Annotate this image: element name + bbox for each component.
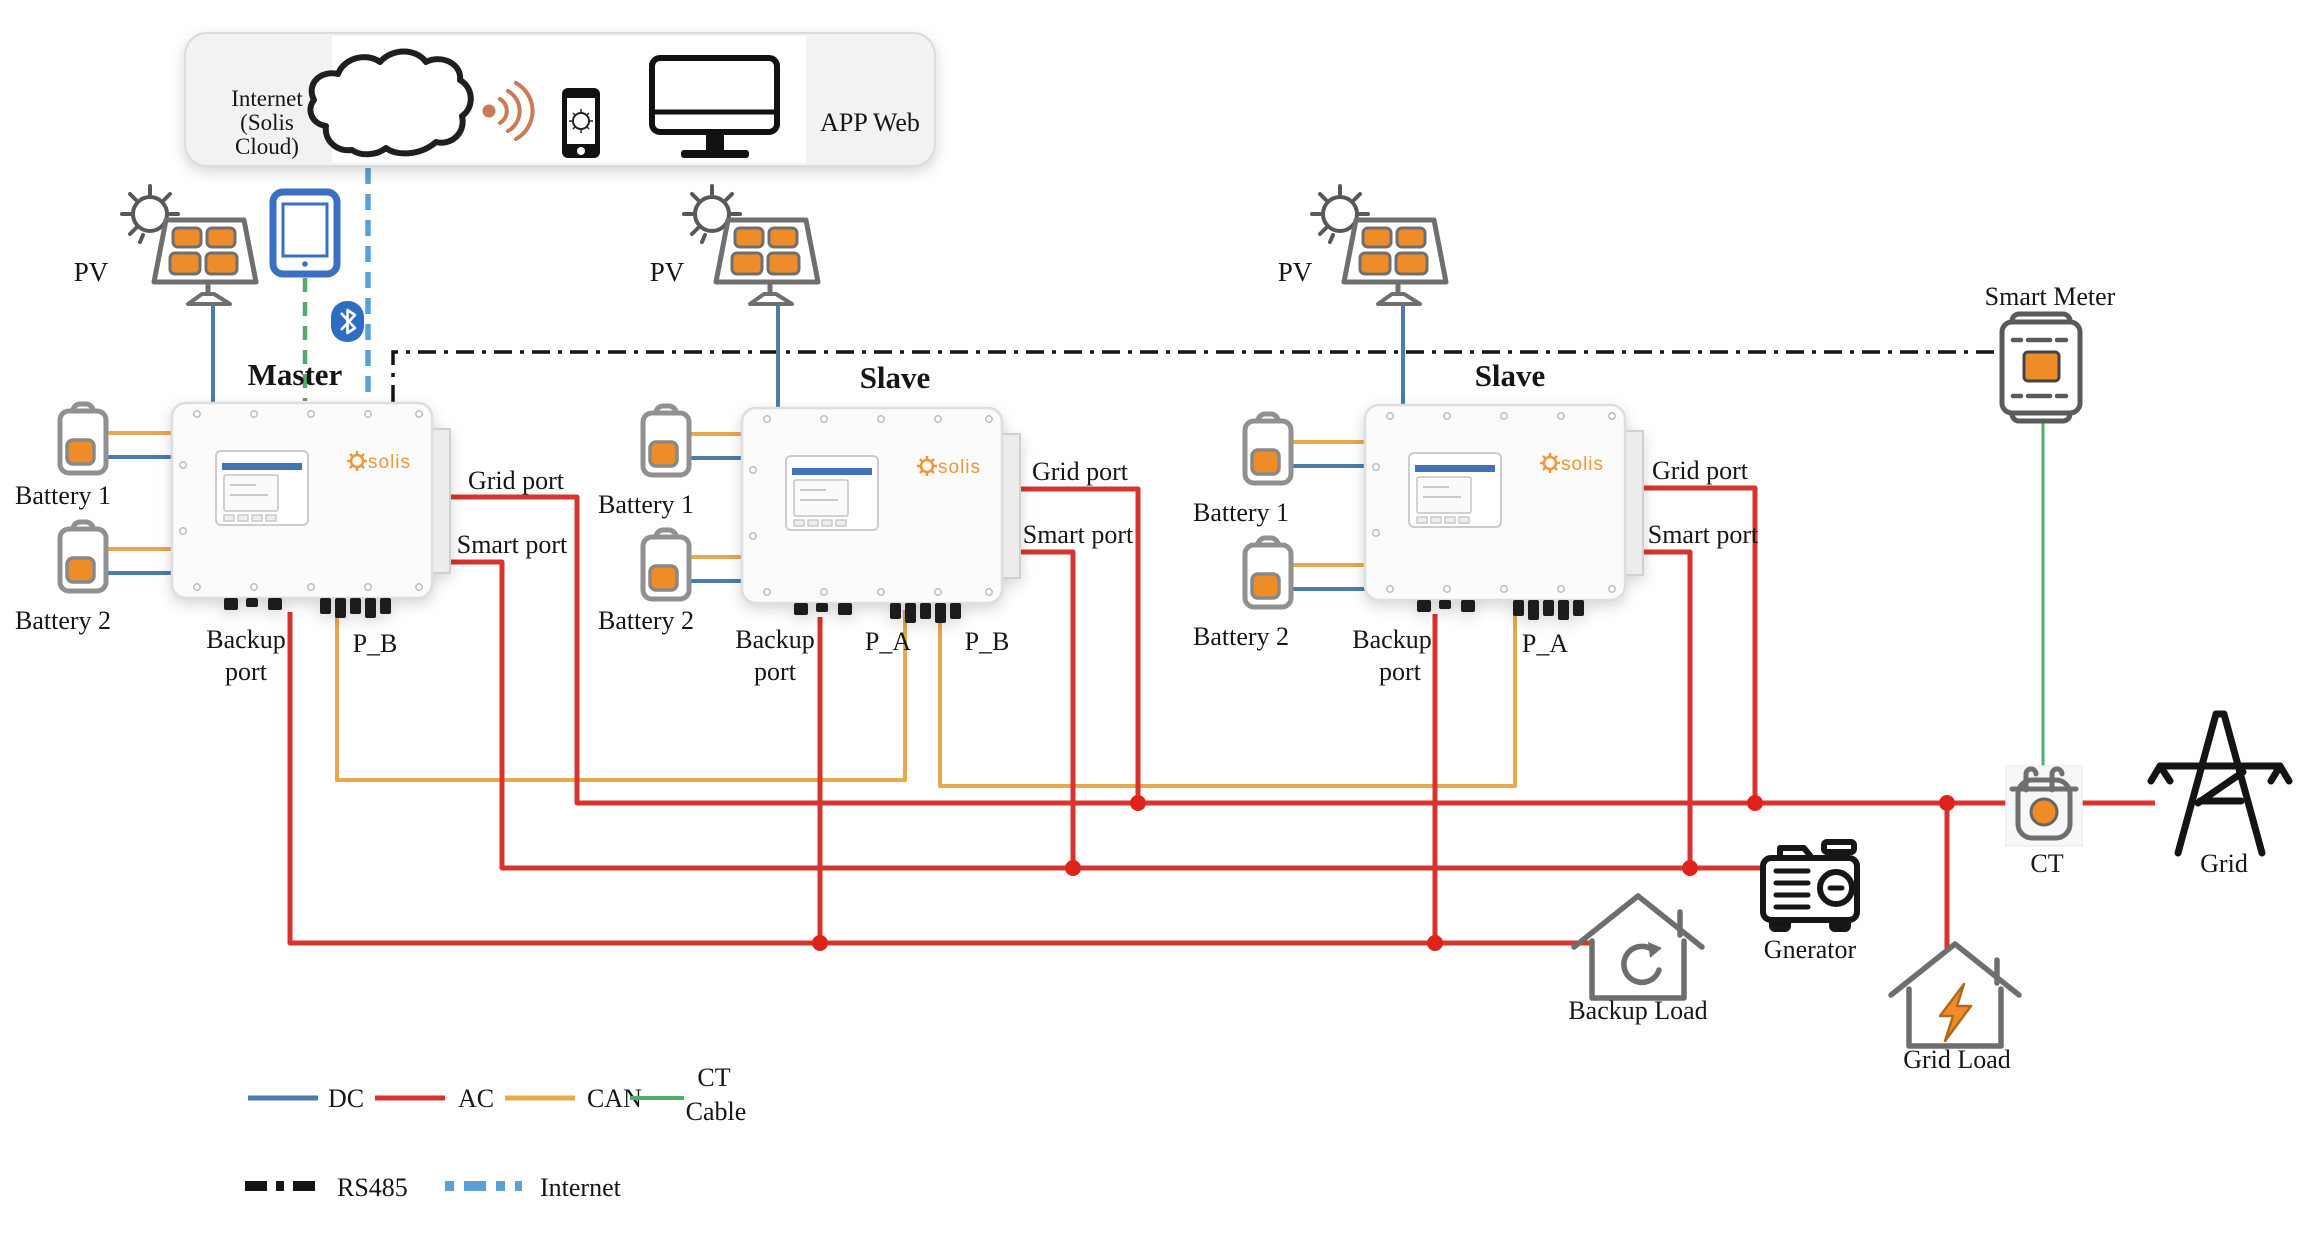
legend-ct-cable-label-2: Cable <box>686 1097 747 1126</box>
pv-array-slave1 <box>684 186 818 304</box>
junction-dots <box>812 795 1955 951</box>
legend-internet-label: Internet <box>540 1173 622 1202</box>
battery-icon <box>1245 538 1291 607</box>
cloud-label-line2: (Solis <box>240 110 294 135</box>
cloud-label-line1: Internet <box>231 86 303 111</box>
grid-port-label-slave1: Grid port <box>1032 457 1129 486</box>
battery-leads <box>106 431 1365 591</box>
battery1-label-slave2: Battery 1 <box>1193 498 1289 527</box>
pv-array-master <box>122 186 256 304</box>
wifi-signal-icon <box>482 81 535 141</box>
cloud-box: Internet (Solis Cloud) APP Web <box>184 32 936 167</box>
grid-port-label-slave2: Grid port <box>1652 456 1749 485</box>
pv-array-slave2 <box>1312 186 1446 304</box>
battery2-label-slave2: Battery 2 <box>1193 622 1289 651</box>
pv-label-master: PV <box>74 257 109 287</box>
backup-port-label-master-2: port <box>225 657 268 686</box>
cycle-arrow-icon <box>1621 943 1662 986</box>
backup-load-label: Backup Load <box>1568 996 1707 1025</box>
grid-tower-icon <box>2147 710 2293 857</box>
grid-load-icon <box>1891 944 2019 1046</box>
backup-port-label-slave1-2: port <box>754 657 797 686</box>
inverter-master: solis <box>170 401 452 620</box>
grid-port-label-master: Grid port <box>468 466 565 495</box>
generator-label: Gnerator <box>1764 935 1857 964</box>
battery-icon <box>643 530 689 599</box>
pa-label-slave1: P_A <box>865 627 911 656</box>
battery2-label-slave1: Battery 2 <box>598 606 694 635</box>
backup-port-label-slave1-1: Backup <box>735 625 814 654</box>
smart-meter-icon <box>1999 311 2083 424</box>
pv-label-slave1: PV <box>650 257 685 287</box>
phone-icon <box>562 88 600 158</box>
ac-generator-bus <box>450 559 1764 871</box>
battery-icon <box>1245 414 1291 483</box>
pb-label-master: P_B <box>353 629 398 658</box>
cloud-label-line3: Cloud) <box>235 134 299 159</box>
monitor-icon <box>649 55 780 158</box>
can-bus-slave1-to-slave2 <box>938 607 1517 788</box>
backup-load-icon <box>1574 896 1702 998</box>
ct-label: CT <box>2030 849 2063 878</box>
ac-grid-bus <box>450 494 2155 806</box>
cloud-icon <box>307 48 474 158</box>
legend-rs485-label: RS485 <box>337 1173 408 1202</box>
ac-slave1-grid <box>1018 486 1141 803</box>
grid-load-label: Grid Load <box>1903 1045 2011 1074</box>
inverter-slave2: solis <box>1363 403 1645 622</box>
can-bus-master-to-slave1 <box>335 610 907 782</box>
pb-label-slave1: P_B <box>965 627 1010 656</box>
backup-port-label-slave2-1: Backup <box>1352 625 1431 654</box>
lightning-icon <box>1938 982 1973 1043</box>
grid-label: Grid <box>2200 849 2248 878</box>
tablet-icon <box>269 188 341 278</box>
generator-icon <box>1760 839 1860 932</box>
ac-slave1-smart <box>1018 549 1076 868</box>
battery1-label-slave1: Battery 1 <box>598 490 694 519</box>
solis-logo: solis <box>938 457 981 478</box>
battery1-label-master: Battery 1 <box>15 481 111 510</box>
backup-port-label-slave2-2: port <box>1379 657 1422 686</box>
smart-port-label-slave1: Smart port <box>1023 520 1134 549</box>
legend-ac-label: AC <box>458 1084 494 1113</box>
battery-icon <box>60 404 106 473</box>
inverter-slave1: solis <box>740 406 1022 625</box>
ct-icon <box>2005 765 2083 847</box>
bluetooth-icon <box>331 301 364 342</box>
role-label-slave2: Slave <box>1475 358 1546 393</box>
legend: DC AC CAN CT Cable RS485 Internet <box>245 1063 746 1202</box>
ac-slave2-grid <box>1641 485 1758 803</box>
role-label-master: Master <box>248 357 343 392</box>
battery2-label-master: Battery 2 <box>15 606 111 635</box>
solis-logo: solis <box>368 452 411 473</box>
battery-icon <box>60 522 106 591</box>
role-label-slave1: Slave <box>860 360 931 395</box>
smart-port-label-slave2: Smart port <box>1648 520 1759 549</box>
pa-label-slave2: P_A <box>1522 629 1568 658</box>
backup-port-label-master-1: Backup <box>206 625 285 654</box>
legend-dc-label: DC <box>328 1084 364 1113</box>
battery-icon <box>643 406 689 475</box>
ac-backup-bus <box>287 612 1592 946</box>
legend-ct-cable-label-1: CT <box>697 1063 730 1092</box>
solis-logo: solis <box>1561 454 1604 475</box>
rs485-line <box>391 350 2002 403</box>
ac-slave2-smart <box>1641 549 1693 868</box>
app-web-label: APP Web <box>820 108 920 137</box>
smart-meter-label: Smart Meter <box>1985 282 2116 311</box>
smart-port-label-master: Smart port <box>457 530 568 559</box>
pv-label-slave2: PV <box>1278 257 1313 287</box>
